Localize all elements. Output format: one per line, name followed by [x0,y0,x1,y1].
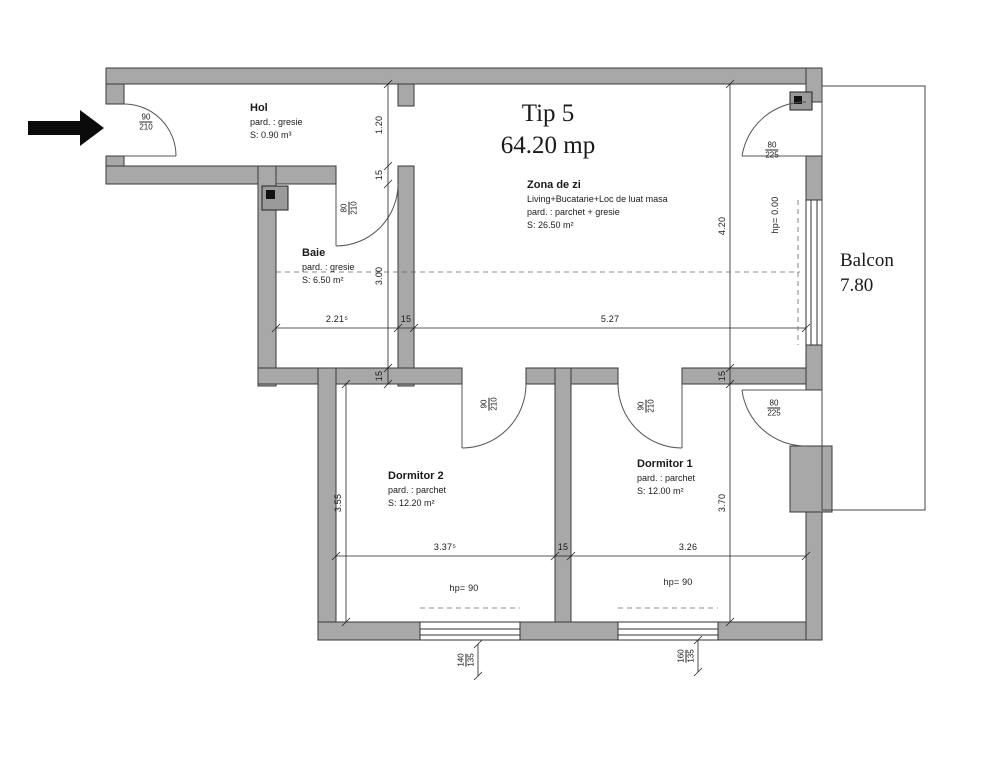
construction-dashed-lines [276,200,800,609]
dimension-lines [271,79,811,681]
room-label-dormitor2: Dormitor 2 pard. : parchet S: 12.20 m² [388,468,446,510]
door-size-dormitor1: 90 210 [636,399,656,413]
dim-wall-e: 15 [557,542,569,552]
dim-dormitor2-width: 3.37⁵ [433,542,457,552]
dim-parapet-d1: hp= 90 [663,577,693,587]
windows-glazing [419,199,823,641]
dim-wall-b: 15 [374,370,384,382]
dim-parapet-zero: hp= 0.00 [770,196,780,234]
room-name: Dormitor 1 [637,458,693,470]
window-size-dormitor1: 160 135 [676,649,696,663]
room-name: Hol [250,102,268,114]
room-area: 7.80 [840,275,874,296]
door-size-balcon-zona: 80 225 [765,140,779,160]
room-area: S: 0.90 m³ [250,130,292,140]
dim-wall-c: 15 [717,370,727,382]
dim-baie-width: 2.21⁵ [325,314,349,324]
room-label-balcon: Balcon 7.80 [840,248,894,298]
door-size-baie: 80 210 [339,201,359,215]
dim-wall-a: 15 [374,169,384,181]
dim-baie-length: 3.00 [374,266,384,286]
dim-zona-width: 5.27 [600,314,620,324]
plan-title: Tip 5 64.20 mp [501,98,595,162]
dim-dormitor1-width: 3.26 [678,542,698,552]
room-label-dormitor1: Dormitor 1 pard. : parchet S: 12.00 m² [637,456,695,498]
room-floor: pard. : parchet [388,485,447,495]
door-size-dormitor2: 90 210 [479,397,499,411]
dim-wall-d: 15 [400,314,412,324]
window-size-dormitor2: 140 135 [456,653,476,667]
room-label-zona-de-zi: Zona de zi Living+Bucatarie+Loc de luat … [527,177,668,232]
room-floor: pard. : gresie [250,117,303,127]
room-area: S: 12.00 m² [637,486,684,496]
dim-dormitor2-height: 3.55 [333,493,343,513]
room-functions: Living+Bucatarie+Loc de luat masa [527,194,668,204]
shaft-boxes [261,91,813,211]
dim-zona-height: 4.20 [717,216,727,236]
door-arcs [123,101,807,449]
room-name: Zona de zi [527,179,581,191]
dim-dormitor1-height: 3.70 [717,493,727,513]
balcony-outline [821,85,926,511]
room-label-hol: Hol pard. : gresie S: 0.90 m³ [250,100,303,142]
plan-total-area: 64.20 mp [500,132,596,159]
room-area: S: 26.50 m² [527,220,574,230]
room-name: Dormitor 2 [388,470,444,482]
room-floor: pard. : gresie [302,262,355,272]
room-name: Balcon [840,250,894,271]
room-label-baie: Baie pard. : gresie S: 6.50 m² [302,245,355,287]
room-area: S: 6.50 m² [302,275,344,285]
walls [105,67,833,641]
dim-parapet-d2: hp= 90 [449,583,479,593]
plan-type: Tip 5 [521,100,575,127]
room-floor: pard. : parchet [637,473,696,483]
room-area: S: 12.20 m² [388,498,435,508]
dim-corridor-width: 1.20 [374,115,384,135]
entrance-arrow-icon [28,110,104,146]
room-floor: pard. : parchet + gresie [527,207,620,217]
door-size-balcon-dormitor1: 80 225 [767,398,781,418]
door-size-entrance: 90 210 [139,112,153,132]
room-name: Baie [302,247,326,259]
